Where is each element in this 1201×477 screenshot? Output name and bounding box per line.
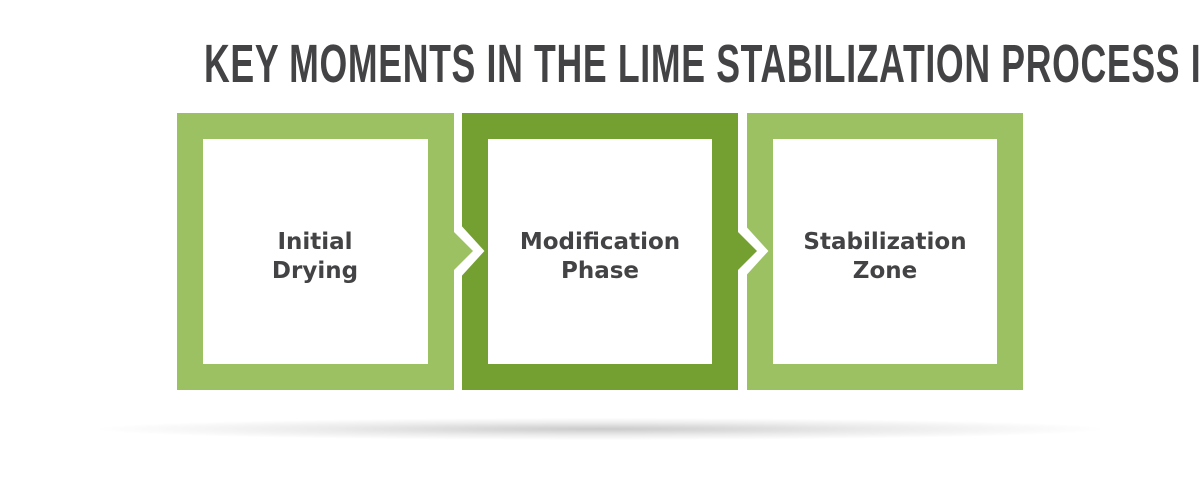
step-label-line1: Modification [519, 229, 681, 255]
step-box-modification-phase [462, 113, 738, 390]
step-label-line2: Drying [271, 258, 359, 284]
step-label-modification-phase: Modification Phase [488, 228, 712, 286]
step-label-initial-drying: Initial Drying [203, 228, 427, 286]
step-box-initial-drying [177, 113, 454, 390]
step-label-stabilization-zone: Stabilization Zone [773, 228, 997, 286]
floor-shadow [100, 418, 1100, 440]
step-label-line1: Initial [277, 229, 353, 255]
step-label-line2: Zone [852, 258, 918, 284]
step-label-line2: Phase [560, 258, 640, 284]
step-box-stabilization-zone [747, 113, 1023, 390]
step-label-line1: Stabilization [803, 229, 967, 255]
